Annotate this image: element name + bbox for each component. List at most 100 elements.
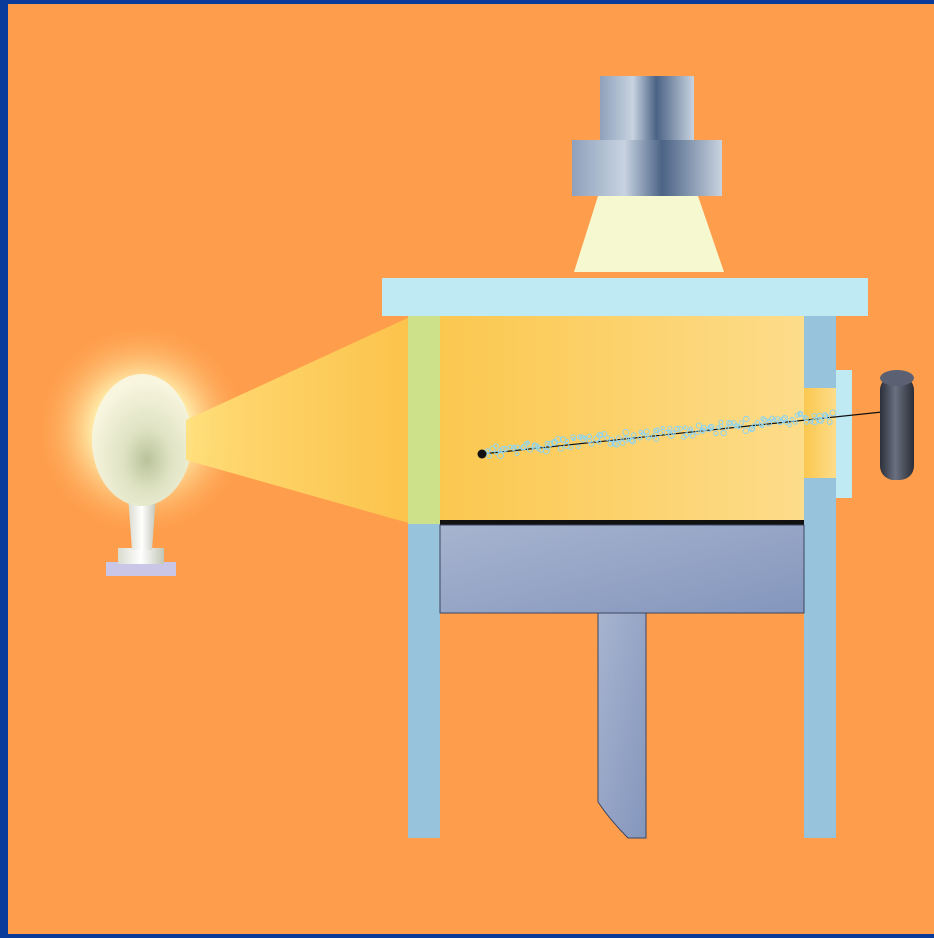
droplet	[811, 418, 819, 426]
droplet	[525, 440, 530, 445]
droplet	[754, 419, 760, 425]
droplet	[803, 419, 810, 425]
droplet	[622, 428, 630, 436]
droplet	[765, 419, 773, 427]
droplet	[822, 413, 829, 419]
droplet	[682, 425, 688, 430]
droplet	[724, 425, 730, 430]
droplet	[683, 432, 689, 438]
droplet	[502, 446, 509, 452]
droplet	[667, 425, 673, 432]
droplet	[514, 451, 520, 457]
droplet	[629, 438, 637, 445]
detector-body	[880, 376, 914, 480]
droplet	[829, 409, 837, 417]
lamp-stem	[128, 495, 156, 550]
droplet	[727, 420, 734, 427]
camera-body-top	[600, 76, 694, 146]
lamp-foot	[118, 548, 164, 564]
piston-rod	[597, 612, 647, 839]
camera-body-base	[572, 140, 722, 196]
droplet	[507, 444, 513, 450]
droplet	[520, 443, 527, 451]
droplet	[750, 427, 755, 432]
droplet	[637, 435, 643, 441]
camera-icon	[572, 76, 724, 272]
droplet	[630, 432, 637, 438]
droplet	[643, 428, 650, 435]
lamp-base	[106, 562, 176, 576]
droplet	[761, 417, 768, 423]
droplet	[493, 443, 499, 449]
droplet	[802, 414, 807, 420]
droplet	[743, 415, 750, 423]
droplet	[615, 435, 622, 442]
droplet	[645, 435, 651, 441]
droplet	[511, 444, 517, 450]
droplet	[825, 414, 831, 420]
droplet	[760, 416, 766, 422]
droplet	[789, 416, 795, 422]
droplet	[629, 437, 635, 444]
droplet	[526, 446, 534, 453]
droplet	[547, 440, 554, 448]
droplet	[544, 440, 550, 446]
droplet	[771, 417, 777, 423]
droplet	[531, 442, 539, 450]
droplet	[713, 430, 719, 437]
droplet	[613, 440, 620, 448]
chamber-lid	[382, 278, 868, 316]
droplet	[694, 430, 700, 436]
droplet	[676, 425, 683, 432]
droplet	[818, 417, 824, 424]
droplet	[826, 419, 833, 425]
droplet	[520, 445, 526, 451]
droplet	[564, 438, 570, 444]
droplet	[660, 425, 665, 431]
droplet	[588, 441, 595, 447]
droplet	[760, 423, 765, 429]
droplet	[797, 410, 804, 417]
droplet	[803, 415, 809, 422]
droplet	[497, 452, 504, 460]
lamp-bulb	[92, 374, 192, 506]
droplet	[670, 430, 676, 436]
droplet	[742, 427, 750, 435]
droplet	[689, 432, 696, 439]
radioactive-source	[477, 449, 487, 459]
droplet	[543, 447, 550, 455]
droplet	[622, 436, 630, 443]
droplet	[695, 422, 702, 429]
droplet	[736, 424, 741, 430]
droplet	[720, 429, 727, 437]
camera-light-cone	[574, 196, 724, 272]
droplet	[568, 445, 574, 451]
droplet	[767, 418, 772, 424]
light-beam	[186, 316, 412, 524]
piston-top-edge	[440, 520, 804, 525]
droplet	[554, 436, 562, 444]
droplet	[640, 431, 645, 436]
droplet	[738, 420, 745, 426]
droplet-trail	[483, 409, 837, 460]
droplet	[557, 445, 564, 452]
droplet	[708, 425, 713, 430]
lamp-icon	[32, 320, 252, 576]
expansion-piston	[439, 524, 805, 614]
droplet	[551, 440, 558, 447]
droplet	[598, 432, 604, 438]
particle-track	[477, 409, 883, 460]
chamber-entry-window	[408, 316, 440, 524]
droplet	[486, 453, 492, 460]
droplet	[582, 435, 588, 440]
droplet	[718, 419, 724, 425]
side-opening	[804, 388, 836, 478]
droplet	[657, 429, 664, 436]
droplet	[809, 419, 814, 424]
detector-top	[880, 370, 914, 386]
droplet	[514, 444, 521, 450]
droplet	[601, 431, 608, 437]
droplet	[576, 444, 581, 450]
